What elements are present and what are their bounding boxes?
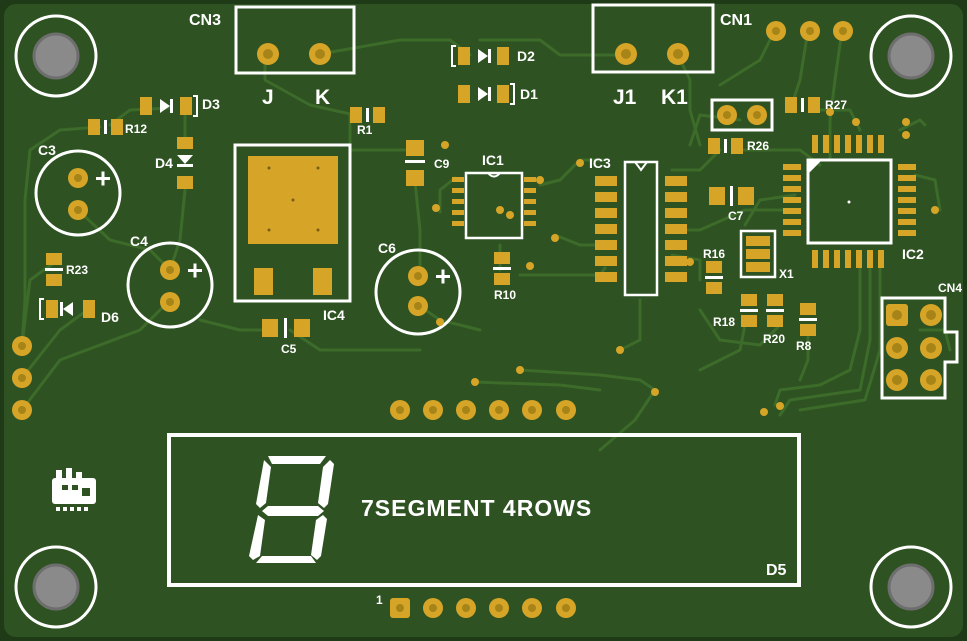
diode-d1 [458,83,515,105]
label-x1: X1 [779,267,794,281]
label-ic1: IC1 [482,152,504,168]
label-cn4: CN4 [938,281,963,295]
label-cn1-pin-k1: K1 [661,86,688,109]
label-c3: C3 [38,142,56,158]
capacitor-c7 [709,186,754,206]
resistor-r26 [708,138,743,154]
label-d1: D1 [520,86,538,102]
label-c9: C9 [434,157,450,171]
label-d2: D2 [517,48,535,64]
capacitor-c6 [374,248,462,336]
label-ic4: IC4 [323,307,345,323]
board-logo-icon [52,468,96,511]
display-caption: 7SEGMENT 4ROWS [361,495,593,521]
capacitor-c9 [405,140,425,186]
label-d5: D5 [766,562,787,579]
label-r20: R20 [763,332,786,346]
mounting-hole-icon [869,14,953,98]
mounting-hole-icon [869,545,953,629]
cn4-connector [880,296,959,400]
mounting-hole-icon [14,14,98,98]
display-pins-top [390,400,576,420]
label-cn3-pin-j: J [262,86,274,109]
resistor-r23 [45,253,63,286]
label-r23: R23 [66,263,89,277]
resistor-r1 [350,107,385,123]
resistor-r12 [88,119,123,135]
jumper [710,98,774,132]
label-d6: D6 [101,309,119,325]
label-ic3: IC3 [589,155,611,171]
label-r26: R26 [747,139,770,153]
label-r10: R10 [494,288,517,302]
resistor-r27 [785,97,820,113]
pin1-marker: 1 [376,593,383,607]
capacitor-c3 [34,149,122,237]
diode-d3 [140,95,198,117]
label-r27: R27 [825,98,848,112]
resistor-r16 [705,261,723,294]
resistor-r8 [799,303,817,336]
diode-d6 [39,298,95,320]
display-pins-bottom [390,598,576,618]
diode-d2 [451,45,509,67]
label-cn3-pin-k: K [315,86,331,109]
label-r16: R16 [703,247,726,261]
label-c4: C4 [130,233,148,249]
label-cn3: CN3 [189,12,222,29]
label-c5: C5 [281,342,297,356]
ic3-chip [595,160,687,297]
edge-pads [12,336,32,420]
resistor-r18 [740,294,758,327]
label-c6: C6 [378,240,396,256]
capacitor-c5 [262,318,310,338]
ic4-regulator [233,143,352,303]
ic1-chip [452,171,536,240]
cn1-connector [591,3,715,74]
header-pads [766,21,853,41]
traces [20,28,952,452]
vias [432,108,939,416]
mounting-hole-icon [14,545,98,629]
label-d3: D3 [202,96,220,112]
cn3-connector [234,5,356,75]
capacitor-c4 [126,241,214,329]
seven-segment-digit-icon [249,456,334,563]
ic2-chip [783,135,916,268]
crystal-x1 [739,229,777,279]
label-d4: D4 [155,155,173,171]
label-r8: R8 [796,339,812,353]
label-cn1-pin-j1: J1 [613,86,637,109]
label-cn1: CN1 [720,12,753,29]
resistor-r20 [766,294,784,327]
label-r18: R18 [713,315,736,329]
diode-d4 [177,137,193,189]
label-c7: C7 [728,209,744,223]
resistor-r10 [493,252,511,285]
label-r1: R1 [357,123,373,137]
display-d5 [167,433,801,587]
label-r12: R12 [125,122,148,136]
label-ic2: IC2 [902,246,924,262]
